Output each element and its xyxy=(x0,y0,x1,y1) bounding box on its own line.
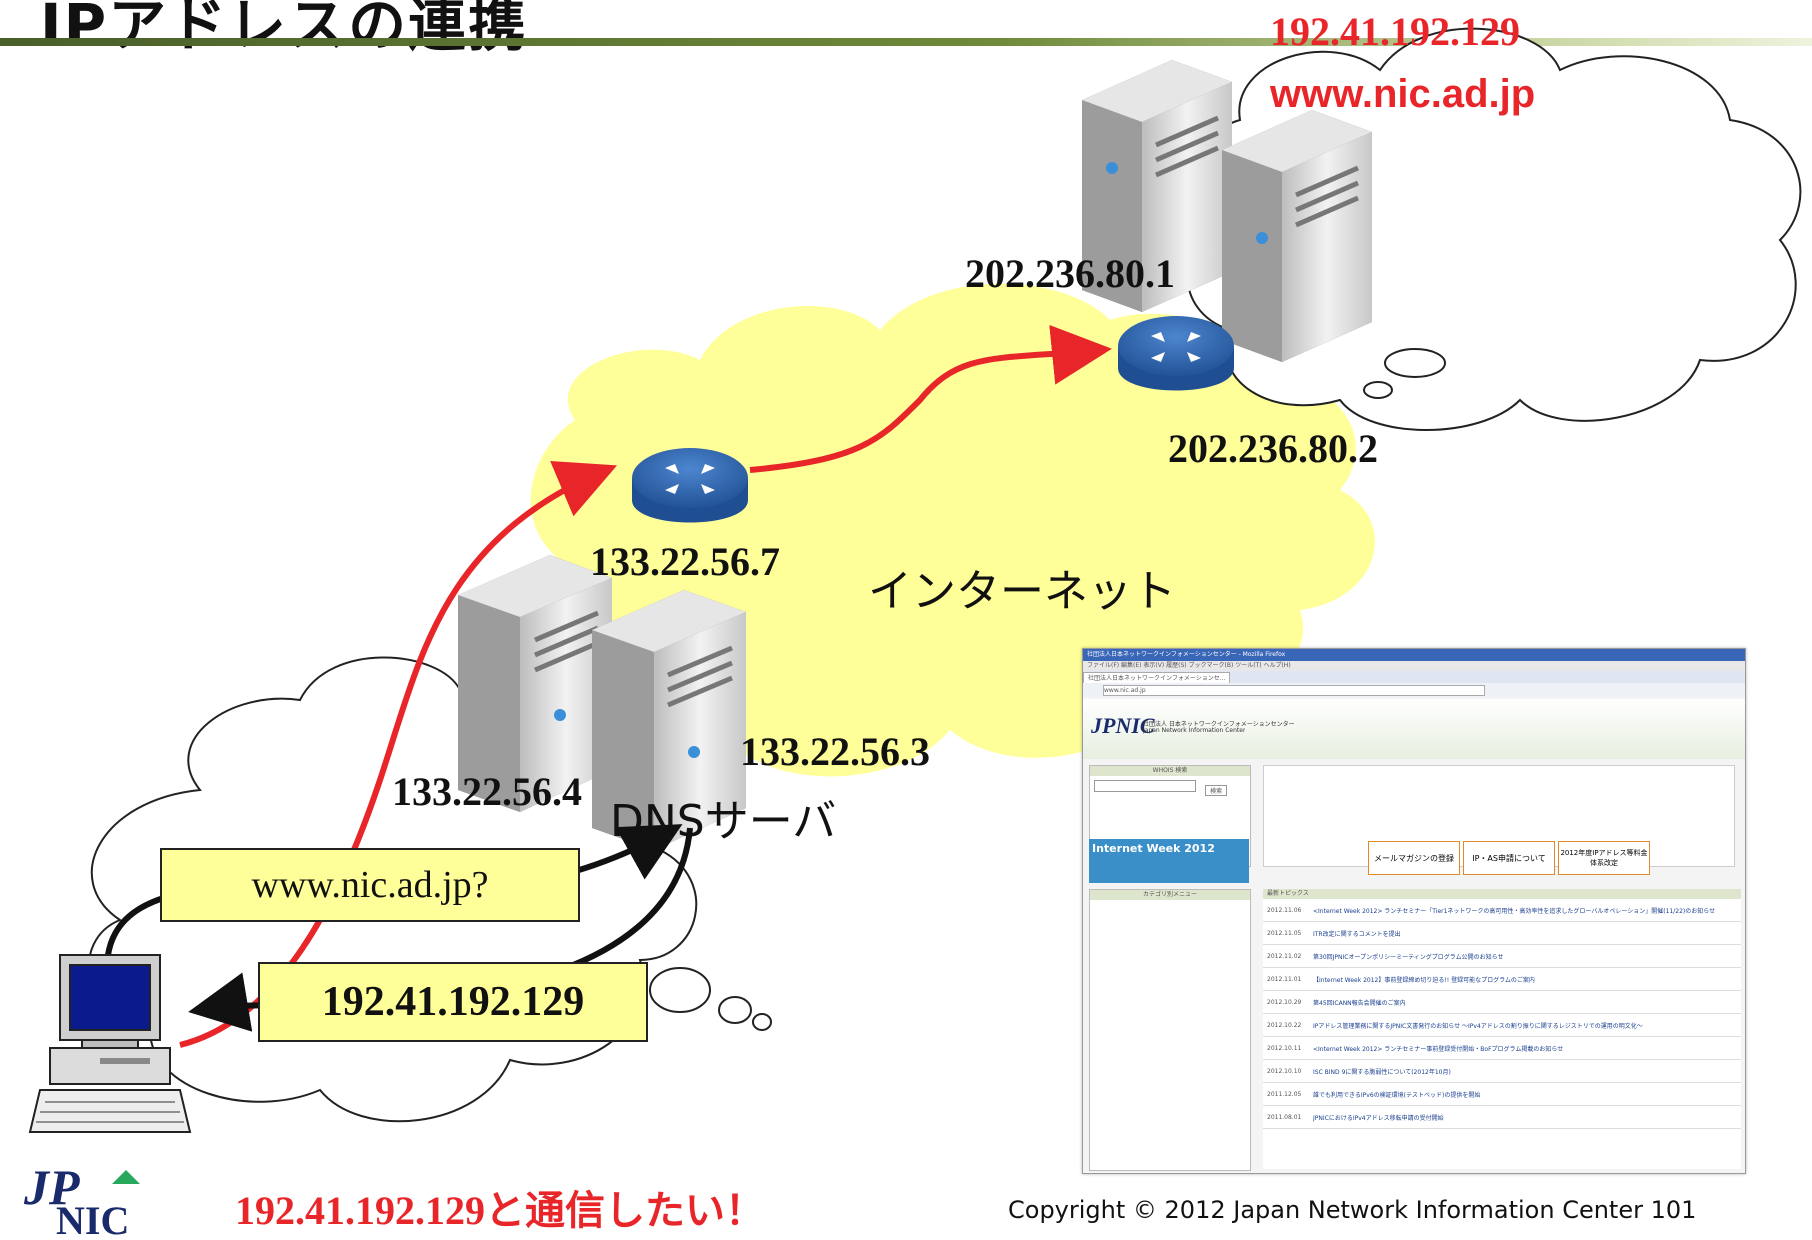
fee-banner: 2012年度IPアドレス等料金体系改定 xyxy=(1558,841,1650,875)
dns-server-a xyxy=(458,555,612,812)
topic-date: 2012.11.06 xyxy=(1267,906,1302,914)
topic-row[interactable]: 2012.10.29 第45回ICANN報告会開催のご案内 xyxy=(1263,991,1741,1014)
topic-row[interactable]: 2011.12.05 誰でも利用できるIPv6の検証環境(テストベッド)の提供を開… xyxy=(1263,1083,1741,1106)
topic-date: 2012.10.11 xyxy=(1267,1044,1302,1052)
page-number: 101 xyxy=(1650,1196,1697,1224)
topic-text[interactable]: ITR改定に関するコメントを提出 xyxy=(1313,930,1401,938)
communicate-note: 192.41.192.129と通信したい！ xyxy=(235,1188,765,1233)
topic-text[interactable]: IPアドレス管理業務に関するJPNIC文書発行のお知らせ ～IPv4アドレスの割… xyxy=(1313,1022,1643,1030)
router-internet xyxy=(1118,316,1234,391)
tab-strip: 社団法人日本ネットワークインフォメーションセ... xyxy=(1083,671,1745,686)
topic-date: 2012.11.01 xyxy=(1267,975,1302,983)
isp-router-ip: 133.22.56.7 xyxy=(590,539,780,584)
svg-text:JP: JP xyxy=(23,1159,80,1215)
dns-answer-box: 192.41.192.129 xyxy=(258,962,648,1042)
topic-text[interactable]: JPNICにおけるIPv4アドレス移転申請の受付開始 xyxy=(1313,1114,1444,1122)
topic-row[interactable]: 2012.11.02 第30回JPNICオープンポリシーミーティングプログラム公開… xyxy=(1263,945,1741,968)
browser-screenshot: 社団法人日本ネットワークインフォメーションセンター - Mozilla Fire… xyxy=(1082,648,1746,1174)
ipas-banner: IP・AS申請について xyxy=(1463,841,1555,875)
web-server-b xyxy=(1222,110,1372,362)
topic-row[interactable]: 2012.11.06 <Internet Week 2012> ランチセミナー「T… xyxy=(1263,899,1741,922)
copyright: Copyright © 2012 Japan Network Informati… xyxy=(1008,1196,1697,1224)
jpnic-logo-mark: JP NIC xyxy=(23,1159,140,1240)
topic-list: 2012.11.06 <Internet Week 2012> ランチセミナー「T… xyxy=(1263,899,1741,1129)
svg-text:NIC: NIC xyxy=(56,1198,129,1236)
slide-title: IPアドレスの連携 xyxy=(40,0,529,59)
topic-date: 2012.10.22 xyxy=(1267,1021,1302,1029)
internet-router-ip: 202.236.80.2 xyxy=(1168,426,1378,471)
window-titlebar: 社団法人日本ネットワークインフォメーションセンター - Mozilla Fire… xyxy=(1083,649,1745,661)
target-ip-label: 192.41.192.129 xyxy=(1270,9,1520,54)
site-header: JPNIC 社団法人 日本ネットワークインフォメーションセンター Japan N… xyxy=(1083,699,1745,759)
topic-text[interactable]: 第45回ICANN報告会開催のご案内 xyxy=(1313,999,1406,1007)
topic-row[interactable]: 2012.10.10 ISC BIND 9に関する脆弱性について(2012年10月… xyxy=(1263,1060,1741,1083)
topic-date: 2012.10.10 xyxy=(1267,1067,1302,1075)
topic-row[interactable]: 2012.10.22 IPアドレス管理業務に関するJPNIC文書発行のお知らせ ～… xyxy=(1263,1014,1741,1037)
topic-text[interactable]: ISC BIND 9に関する脆弱性について(2012年10月) xyxy=(1313,1068,1451,1076)
iw-banner: Internet Week 2012 xyxy=(1089,839,1249,883)
topic-text[interactable]: 誰でも利用できるIPv6の検証環境(テストベッド)の提供を開始 xyxy=(1313,1091,1481,1099)
target-host-label: www.nic.ad.jp xyxy=(1270,72,1536,116)
topic-row[interactable]: 2012.11.01 【Internet Week 2012】事前登録締め切り迫る… xyxy=(1263,968,1741,991)
internet-label: インターネット xyxy=(868,566,1176,617)
topic-row[interactable]: 2012.11.05 ITR改定に関するコメントを提出 xyxy=(1263,922,1741,945)
topic-date: 2012.11.05 xyxy=(1267,929,1302,937)
web-server-a xyxy=(1082,60,1232,312)
topic-date: 2011.08.01 xyxy=(1267,1113,1302,1121)
dns-server-ip-a: 133.22.56.4 xyxy=(392,769,582,814)
topic-date: 2012.11.02 xyxy=(1267,952,1302,960)
menu-bar: ファイル(F) 編集(E) 表示(V) 履歴(S) ブックマーク(B) ツール(… xyxy=(1083,661,1745,671)
topics-panel: 最新トピックス 2012.11.06<Internet Week 2012> ラ… xyxy=(1263,889,1741,1169)
topic-text[interactable]: <Internet Week 2012> ランチセミナー「Tier1ネットワーク… xyxy=(1313,907,1716,915)
category-menu: カテゴリ別メニュー xyxy=(1089,889,1251,1171)
red-route-path-2 xyxy=(749,324,1112,473)
topic-row[interactable]: 2012.10.11 <Internet Week 2012> ランチセミナー事前… xyxy=(1263,1037,1741,1060)
topic-text[interactable]: 第30回JPNICオープンポリシーミーティングプログラム公開のお知らせ xyxy=(1313,953,1504,961)
title-underline xyxy=(0,38,1812,46)
dns-server-b xyxy=(592,590,746,850)
jpnic-logo-bottom: JP NIC xyxy=(16,1158,186,1240)
topic-text[interactable]: <Internet Week 2012> ランチセミナー事前登録受付開始・BoF… xyxy=(1313,1045,1564,1053)
mail-magazine-banner: メールマガジンの登録 xyxy=(1368,841,1460,875)
client-pc xyxy=(28,954,192,1133)
url-bar: www.nic.ad.jp xyxy=(1083,683,1745,697)
topic-date: 2012.10.29 xyxy=(1267,998,1302,1006)
dns-server-label: DNSサーバ xyxy=(610,796,837,847)
dns-server-ip-b: 133.22.56.3 xyxy=(740,729,930,774)
router-isp xyxy=(632,448,748,523)
topic-row[interactable]: 2011.08.01 JPNICにおけるIPv4アドレス移転申請の受付開始 xyxy=(1263,1106,1741,1129)
topic-date: 2011.12.05 xyxy=(1267,1090,1302,1098)
web-router-ip: 202.236.80.1 xyxy=(965,251,1175,296)
dns-query-box: www.nic.ad.jp? xyxy=(160,848,580,922)
topic-text[interactable]: 【Internet Week 2012】事前登録締め切り迫る!! 登録可能なプロ… xyxy=(1313,976,1535,984)
